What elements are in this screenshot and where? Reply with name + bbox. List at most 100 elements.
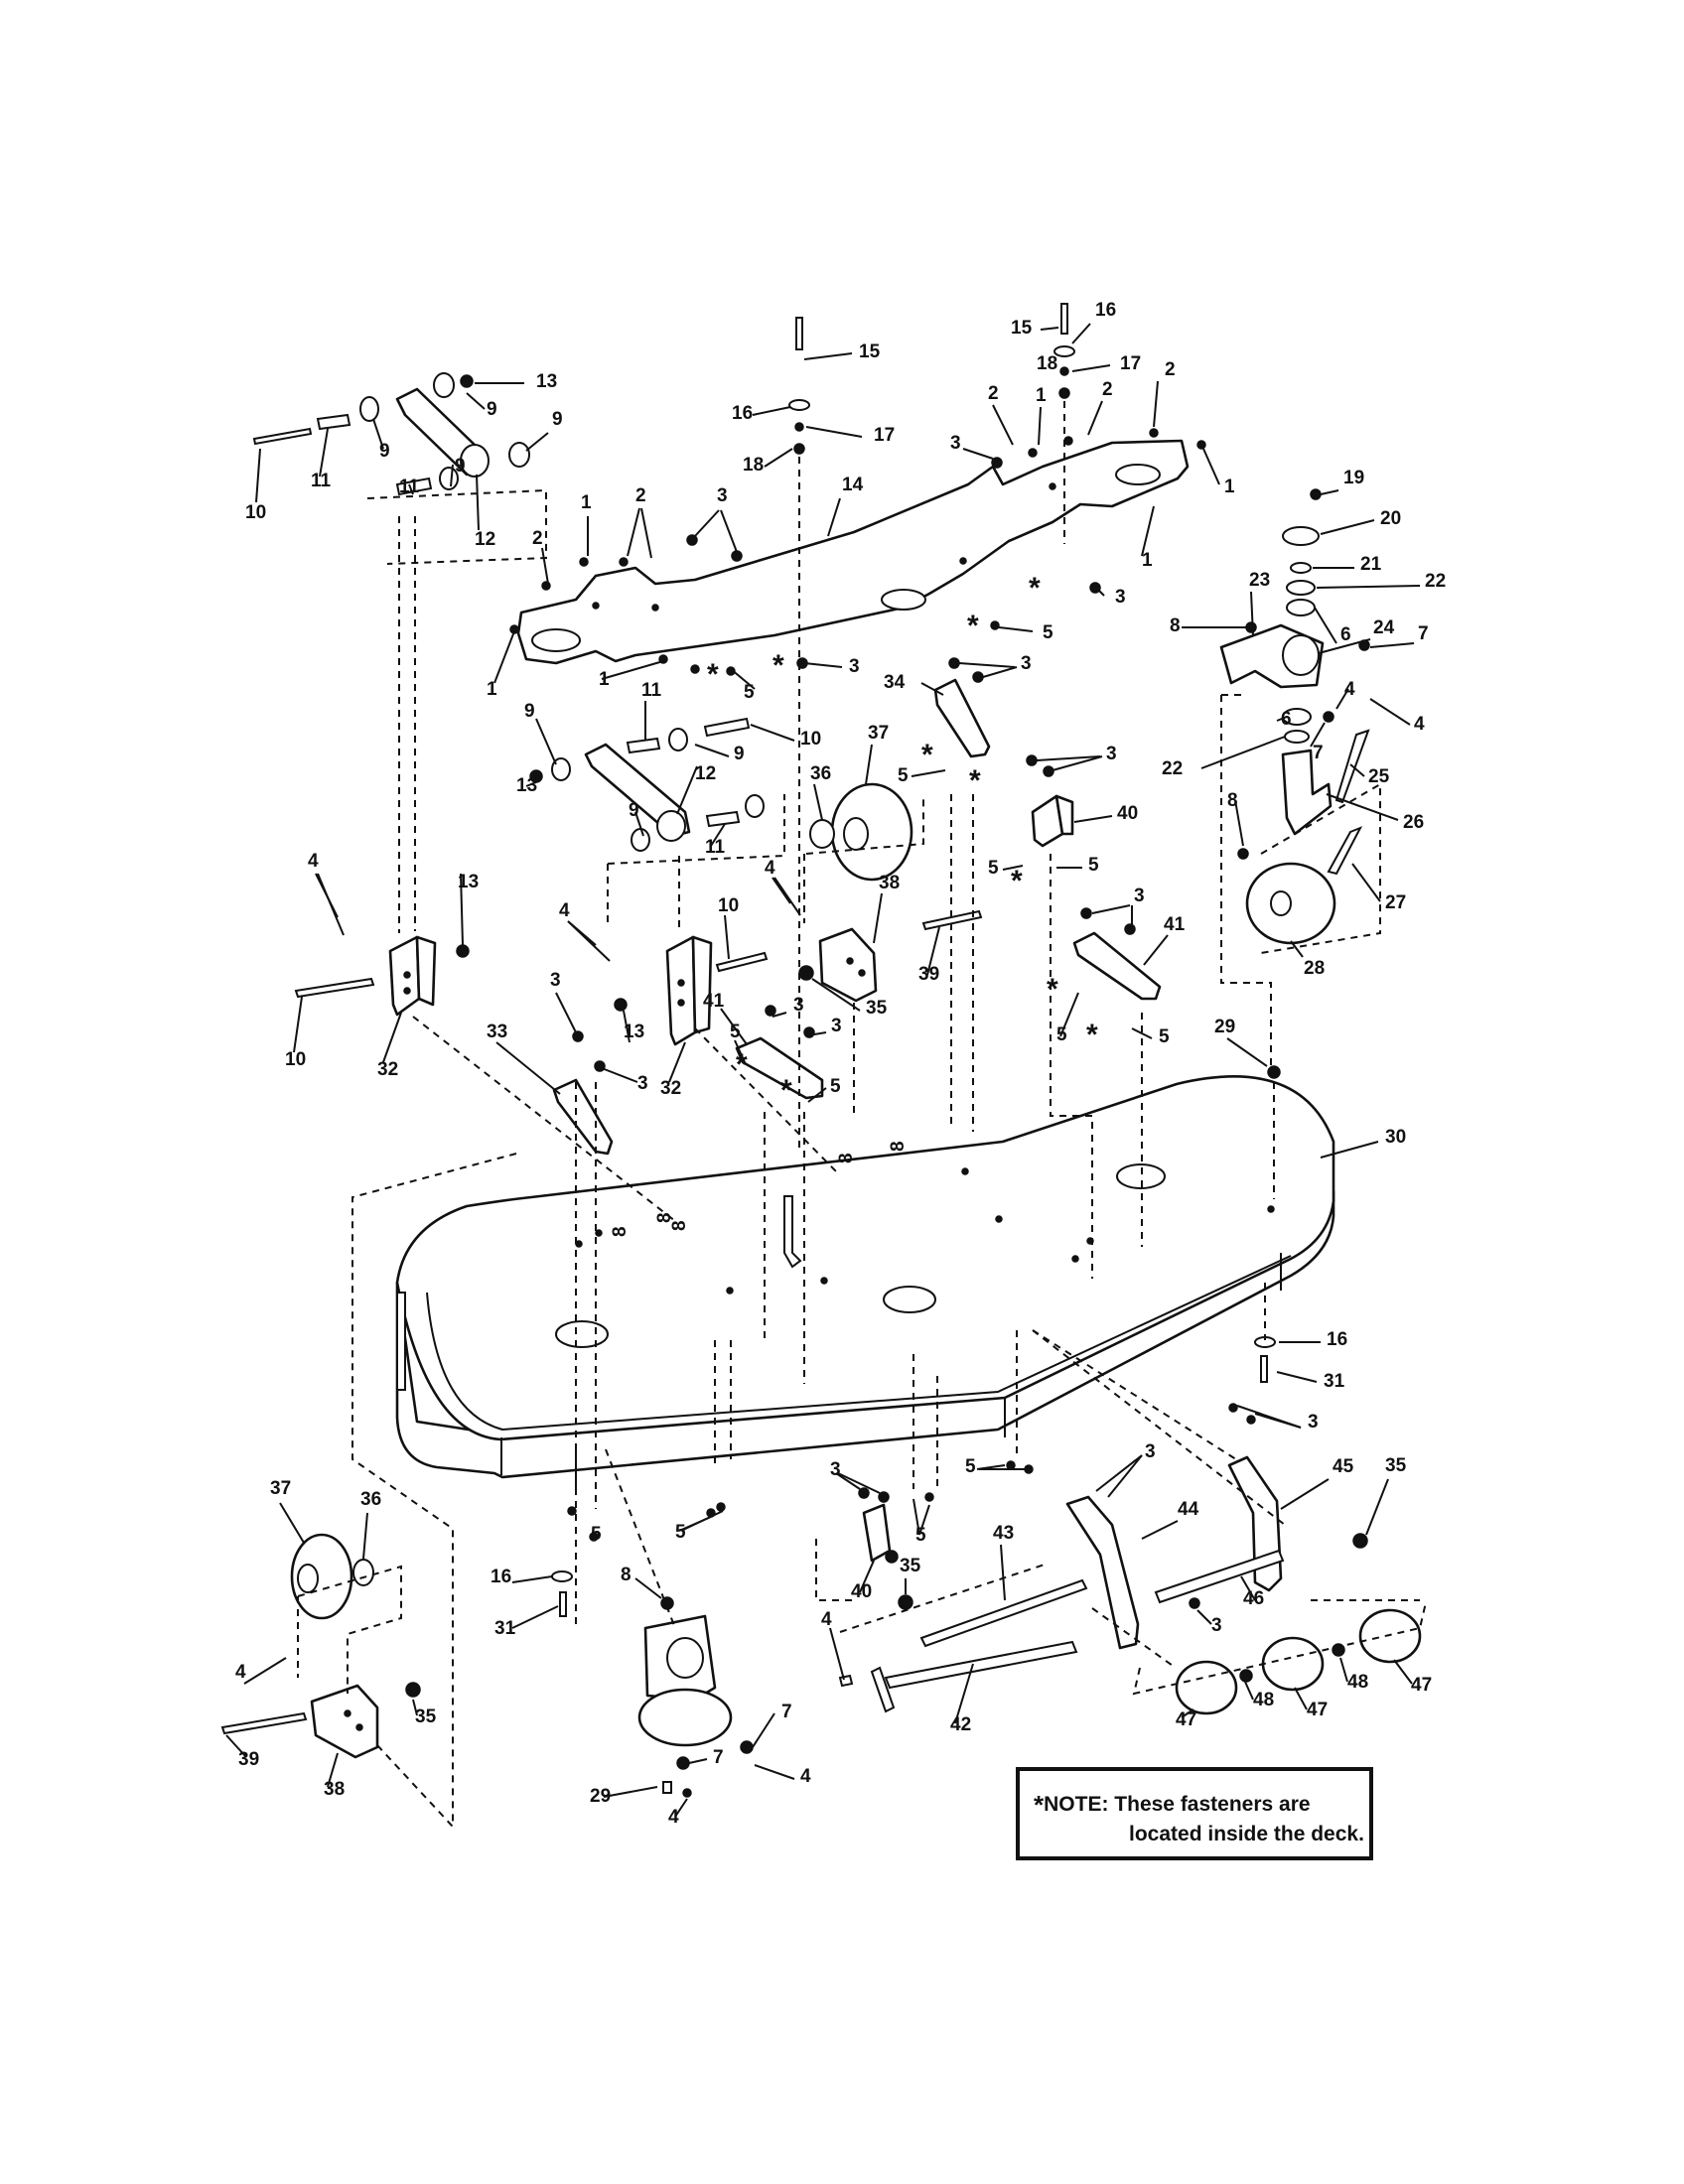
callout-9: 9 <box>524 701 535 722</box>
callout-10: 10 <box>245 502 266 523</box>
callout-48: 48 <box>1253 1690 1274 1710</box>
callout-47: 47 <box>1411 1675 1432 1696</box>
asterisk-mark: * <box>1047 973 1058 1006</box>
callout-37: 37 <box>270 1478 291 1499</box>
callout-13: 13 <box>624 1022 644 1042</box>
callout-34: 34 <box>884 672 906 693</box>
callout-22: 22 <box>1162 758 1183 779</box>
asterisk-mark: * <box>736 1048 748 1081</box>
callout-1: 1 <box>1036 385 1047 406</box>
callout-14: 14 <box>842 475 864 495</box>
callout-3: 3 <box>717 485 728 506</box>
deck-lift-bracket <box>516 439 1190 665</box>
callout-12: 12 <box>475 529 495 550</box>
callout-5: 5 <box>730 1022 741 1042</box>
callout-40: 40 <box>1117 803 1138 824</box>
bracket-40-upper <box>1026 754 1074 848</box>
upper-left-link-assembly <box>252 372 530 496</box>
callout-13: 13 <box>536 371 557 392</box>
callout-5: 5 <box>1088 855 1099 876</box>
bracket-32-mid <box>614 935 769 1046</box>
note-line1: *NOTE: These fasteners are <box>1034 1787 1311 1820</box>
callout-4: 4 <box>235 1662 246 1683</box>
callout-35: 35 <box>415 1706 437 1727</box>
callout-32: 32 <box>377 1059 398 1080</box>
callout-12: 12 <box>695 763 716 784</box>
middle-link-assembly <box>529 717 765 852</box>
callout-5: 5 <box>744 682 755 703</box>
callout-5: 5 <box>1056 1024 1067 1045</box>
callout-5: 5 <box>675 1522 686 1543</box>
svg-text:8: 8 <box>654 1212 675 1223</box>
callout-16: 16 <box>1327 1329 1347 1350</box>
callout-35: 35 <box>1385 1455 1407 1476</box>
right-caster-assembly <box>1219 488 1370 1079</box>
callout-2: 2 <box>988 383 999 404</box>
callout-3: 3 <box>1308 1412 1319 1433</box>
callout-1: 1 <box>599 669 610 690</box>
callout-10: 10 <box>285 1049 306 1070</box>
asterisk-mark: * <box>780 1074 792 1107</box>
callout-45: 45 <box>1333 1456 1354 1477</box>
asterisk-mark: * <box>772 649 784 682</box>
gauge-wheel-upper <box>798 782 983 1003</box>
leader-lines <box>225 323 1421 1818</box>
callout-10: 10 <box>718 895 739 916</box>
callout-36: 36 <box>360 1489 381 1510</box>
callout-11: 11 <box>311 471 332 491</box>
callout-6: 6 <box>1340 624 1351 645</box>
callout-1: 1 <box>1142 550 1153 571</box>
callout-43: 43 <box>993 1523 1014 1544</box>
callout-16: 16 <box>491 1567 511 1587</box>
callout-4: 4 <box>800 1766 811 1787</box>
callout-9: 9 <box>734 744 745 764</box>
lower-left-caster-assembly <box>637 1596 754 1798</box>
callout-37: 37 <box>868 723 889 744</box>
asterisk-mark: * <box>969 764 981 797</box>
callout-38: 38 <box>324 1779 345 1800</box>
callout-5: 5 <box>830 1076 841 1097</box>
callout-9: 9 <box>379 441 390 462</box>
callout-3: 3 <box>950 433 961 454</box>
inside-deck-asterisks: *********** <box>707 572 1098 1107</box>
callout-47: 47 <box>1307 1700 1328 1720</box>
gauge-wheel-lower <box>220 1533 421 1759</box>
callout-1: 1 <box>1224 477 1235 497</box>
callout-16: 16 <box>1095 300 1116 321</box>
callout-31: 31 <box>1324 1371 1345 1392</box>
callout-2: 2 <box>635 485 646 506</box>
callout-5: 5 <box>965 1456 976 1477</box>
asterisk-mark: * <box>707 658 719 691</box>
callout-28: 28 <box>1304 958 1325 979</box>
callout-20: 20 <box>1380 508 1401 529</box>
callout-11: 11 <box>399 477 420 497</box>
callout-8: 8 <box>1227 790 1238 811</box>
callout-5: 5 <box>898 765 909 786</box>
asterisk-mark: * <box>967 610 979 642</box>
callout-24: 24 <box>1373 617 1395 638</box>
callout-3: 3 <box>1134 886 1145 906</box>
callout-11: 11 <box>705 837 726 858</box>
callout-18: 18 <box>743 455 764 476</box>
callout-29: 29 <box>590 1786 611 1807</box>
callout-23: 23 <box>1249 570 1270 591</box>
callout-2: 2 <box>1102 379 1113 400</box>
lower-fasteners <box>551 1336 1276 1617</box>
callout-5: 5 <box>591 1524 602 1545</box>
callout-46: 46 <box>1243 1588 1264 1609</box>
callout-7: 7 <box>713 1747 724 1768</box>
callout-13: 13 <box>516 775 537 796</box>
note-line1-text: NOTE: These fasteners are <box>1044 1793 1311 1816</box>
svg-text:8: 8 <box>836 1153 857 1163</box>
callout-3: 3 <box>1106 744 1117 764</box>
callout-7: 7 <box>781 1702 792 1722</box>
callout-35: 35 <box>900 1556 921 1576</box>
callout-5: 5 <box>1159 1026 1170 1047</box>
callout-39: 39 <box>238 1749 259 1770</box>
callout-48: 48 <box>1347 1672 1368 1693</box>
callout-16: 16 <box>732 403 753 424</box>
callout-9: 9 <box>487 399 497 420</box>
callout-5: 5 <box>915 1525 926 1546</box>
